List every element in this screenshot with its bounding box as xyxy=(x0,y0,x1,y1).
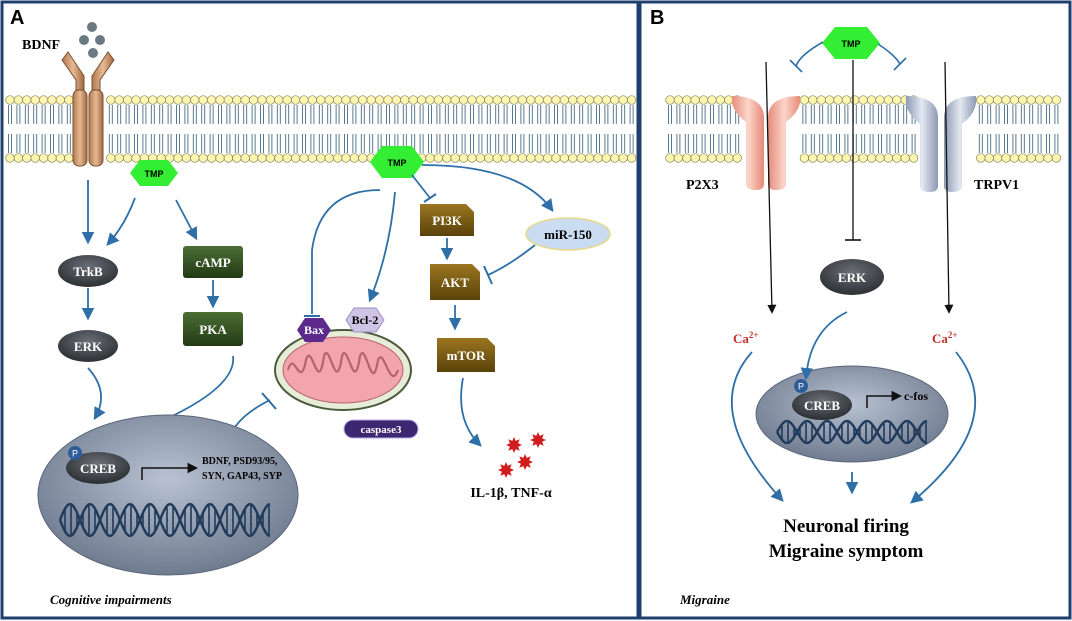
nucleus-a: CREB P xyxy=(37,414,299,576)
panel-b-calcium-flow xyxy=(765,60,954,314)
bcl2-label: Bcl-2 xyxy=(352,313,379,327)
caspase3-node: caspase3 xyxy=(343,419,419,439)
ca-right-label: Ca2+ xyxy=(932,330,958,346)
target-genes-line1: BDNF, PSD93/95, xyxy=(202,456,278,467)
creb-b-node xyxy=(792,390,852,420)
panel-a-inhibitions xyxy=(261,193,493,410)
cfos-label: c-fos xyxy=(904,389,928,403)
pi3k-label: PI3K xyxy=(432,213,463,228)
tmp-b-node: TMP xyxy=(822,27,880,59)
caspase3-label: caspase3 xyxy=(361,424,402,436)
erk-node-b: ERK xyxy=(820,259,884,295)
phospho-a-badge xyxy=(68,446,82,460)
erk-a-label: ERK xyxy=(74,339,103,354)
camp-label: cAMP xyxy=(195,255,230,270)
erk-b-label: ERK xyxy=(838,270,867,285)
panel-a-arrows xyxy=(81,164,554,448)
mtor-node: mTOR xyxy=(437,338,495,372)
dna-helix-icon xyxy=(58,502,271,538)
p2x3-channel-icon xyxy=(731,96,801,190)
panel-b-arrows xyxy=(731,311,977,504)
pka-label: PKA xyxy=(199,322,227,337)
p2x3-label: P2X3 xyxy=(686,178,719,193)
trkb-receptor-icon xyxy=(61,51,115,167)
trkb-label: TrkB xyxy=(73,264,103,279)
akt-label: AKT xyxy=(441,275,470,290)
panel-a-caption: Cognitive impairments xyxy=(50,592,172,607)
phospho-b-label: P xyxy=(798,382,804,392)
mtor-label: mTOR xyxy=(447,348,486,363)
tmp-left-label: TMP xyxy=(145,169,164,179)
dna-helix-icon xyxy=(775,419,928,445)
panel-a-letter: A xyxy=(10,7,24,29)
outcome-line2: Migraine symptom xyxy=(769,541,924,562)
trpv1-label: TRPV1 xyxy=(974,178,1019,193)
tmp-b-label: TMP xyxy=(842,39,861,49)
trpv1-channel-icon xyxy=(905,96,977,192)
mitochondrion-icon xyxy=(274,329,412,411)
trkb-node: TrkB xyxy=(58,255,118,287)
phospho-a-label: P xyxy=(72,449,78,459)
panel-b-letter: B xyxy=(650,7,664,29)
akt-node: AKT xyxy=(430,264,480,300)
tmp-left-node: TMP xyxy=(130,160,178,186)
ca-left-label: Ca2+ xyxy=(733,330,759,346)
panel-b-inhibitions xyxy=(789,41,907,73)
creb-a-label: CREB xyxy=(80,461,116,476)
bax-label: Bax xyxy=(304,323,324,337)
cytokine-star-icon xyxy=(498,432,546,478)
nucleus-b: CREB P xyxy=(755,365,949,463)
tmp-right-node: TMP xyxy=(370,146,424,178)
cytokines-label: IL-1β, TNF-α xyxy=(470,486,551,501)
target-genes-line2: SYN, GAP43, SYP xyxy=(202,471,282,482)
pka-node: PKA xyxy=(183,312,243,346)
phospho-b-badge xyxy=(794,379,808,393)
mir150-node: miR-150 xyxy=(525,217,611,251)
outcome-line1: Neuronal firing xyxy=(783,516,909,537)
bdnf-ligand-label: BDNF xyxy=(22,38,60,53)
bdnf-molecule-icon xyxy=(79,22,105,58)
erk-node-a: ERK xyxy=(58,330,118,362)
mir150-label: miR-150 xyxy=(544,227,592,242)
panel-b-caption: Migraine xyxy=(679,592,730,607)
bax-node: Bax xyxy=(297,318,331,342)
panel-b-frame xyxy=(638,0,1072,620)
creb-b-label: CREB xyxy=(804,398,840,413)
pi3k-node: PI3K xyxy=(420,204,474,236)
creb-a-node xyxy=(66,452,130,484)
camp-node: cAMP xyxy=(183,246,243,278)
bcl2-node: Bcl-2 xyxy=(345,307,385,333)
tmp-right-label: TMP xyxy=(388,158,407,168)
